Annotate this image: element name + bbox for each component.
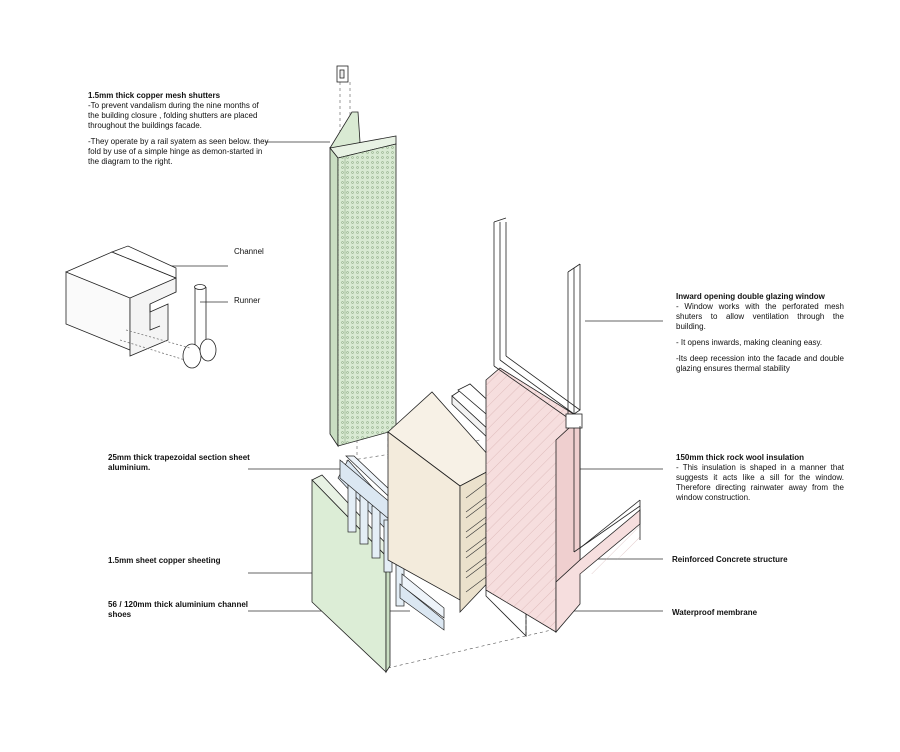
shutters-p2: -They operate by a rail syatem as seen b… bbox=[88, 137, 269, 166]
shutter-clip bbox=[336, 65, 349, 83]
shutters-annotation: 1.5mm thick copper mesh shutters -To pre… bbox=[88, 91, 270, 173]
double-glazing-window bbox=[493, 217, 641, 553]
window-title: Inward opening double glazing window bbox=[676, 292, 825, 301]
shutters-p1: -To prevent vandalism during the nine mo… bbox=[88, 101, 259, 130]
insulation-title: 150mm thick rock wool insulation bbox=[676, 453, 805, 462]
channel-label: Channel bbox=[234, 247, 264, 256]
channel-runner-detail bbox=[65, 245, 217, 369]
insulation-p1: - This insulation is shaped in a manner … bbox=[676, 463, 844, 502]
window-p3: -Its deep recession into the facade and … bbox=[676, 354, 844, 373]
shutters-title: 1.5mm thick copper mesh shutters bbox=[88, 91, 221, 100]
membrane-label: Waterproof membrane bbox=[672, 608, 758, 617]
runner-label: Runner bbox=[234, 296, 261, 305]
concrete-label: Reinforced Concrete structure bbox=[672, 555, 788, 564]
window-p1: - Window works with the perforated mesh … bbox=[676, 302, 844, 331]
window-p2: - It opens inwards, making cleaning easy… bbox=[676, 338, 823, 347]
window-annotation: Inward opening double glazing window - W… bbox=[676, 292, 844, 380]
concrete-structure bbox=[485, 367, 641, 634]
insulation-annotation: 150mm thick rock wool insulation - This … bbox=[676, 453, 844, 509]
copper-mesh-shutter bbox=[329, 111, 397, 448]
trapezoidal-label: 25mm thick trapezoidal section sheet alu… bbox=[108, 453, 250, 472]
sheeting-label: 1.5mm sheet copper sheeting bbox=[108, 556, 221, 565]
channel-shoes-label: 56 / 120mm thick aluminium channel shoes bbox=[108, 600, 248, 619]
